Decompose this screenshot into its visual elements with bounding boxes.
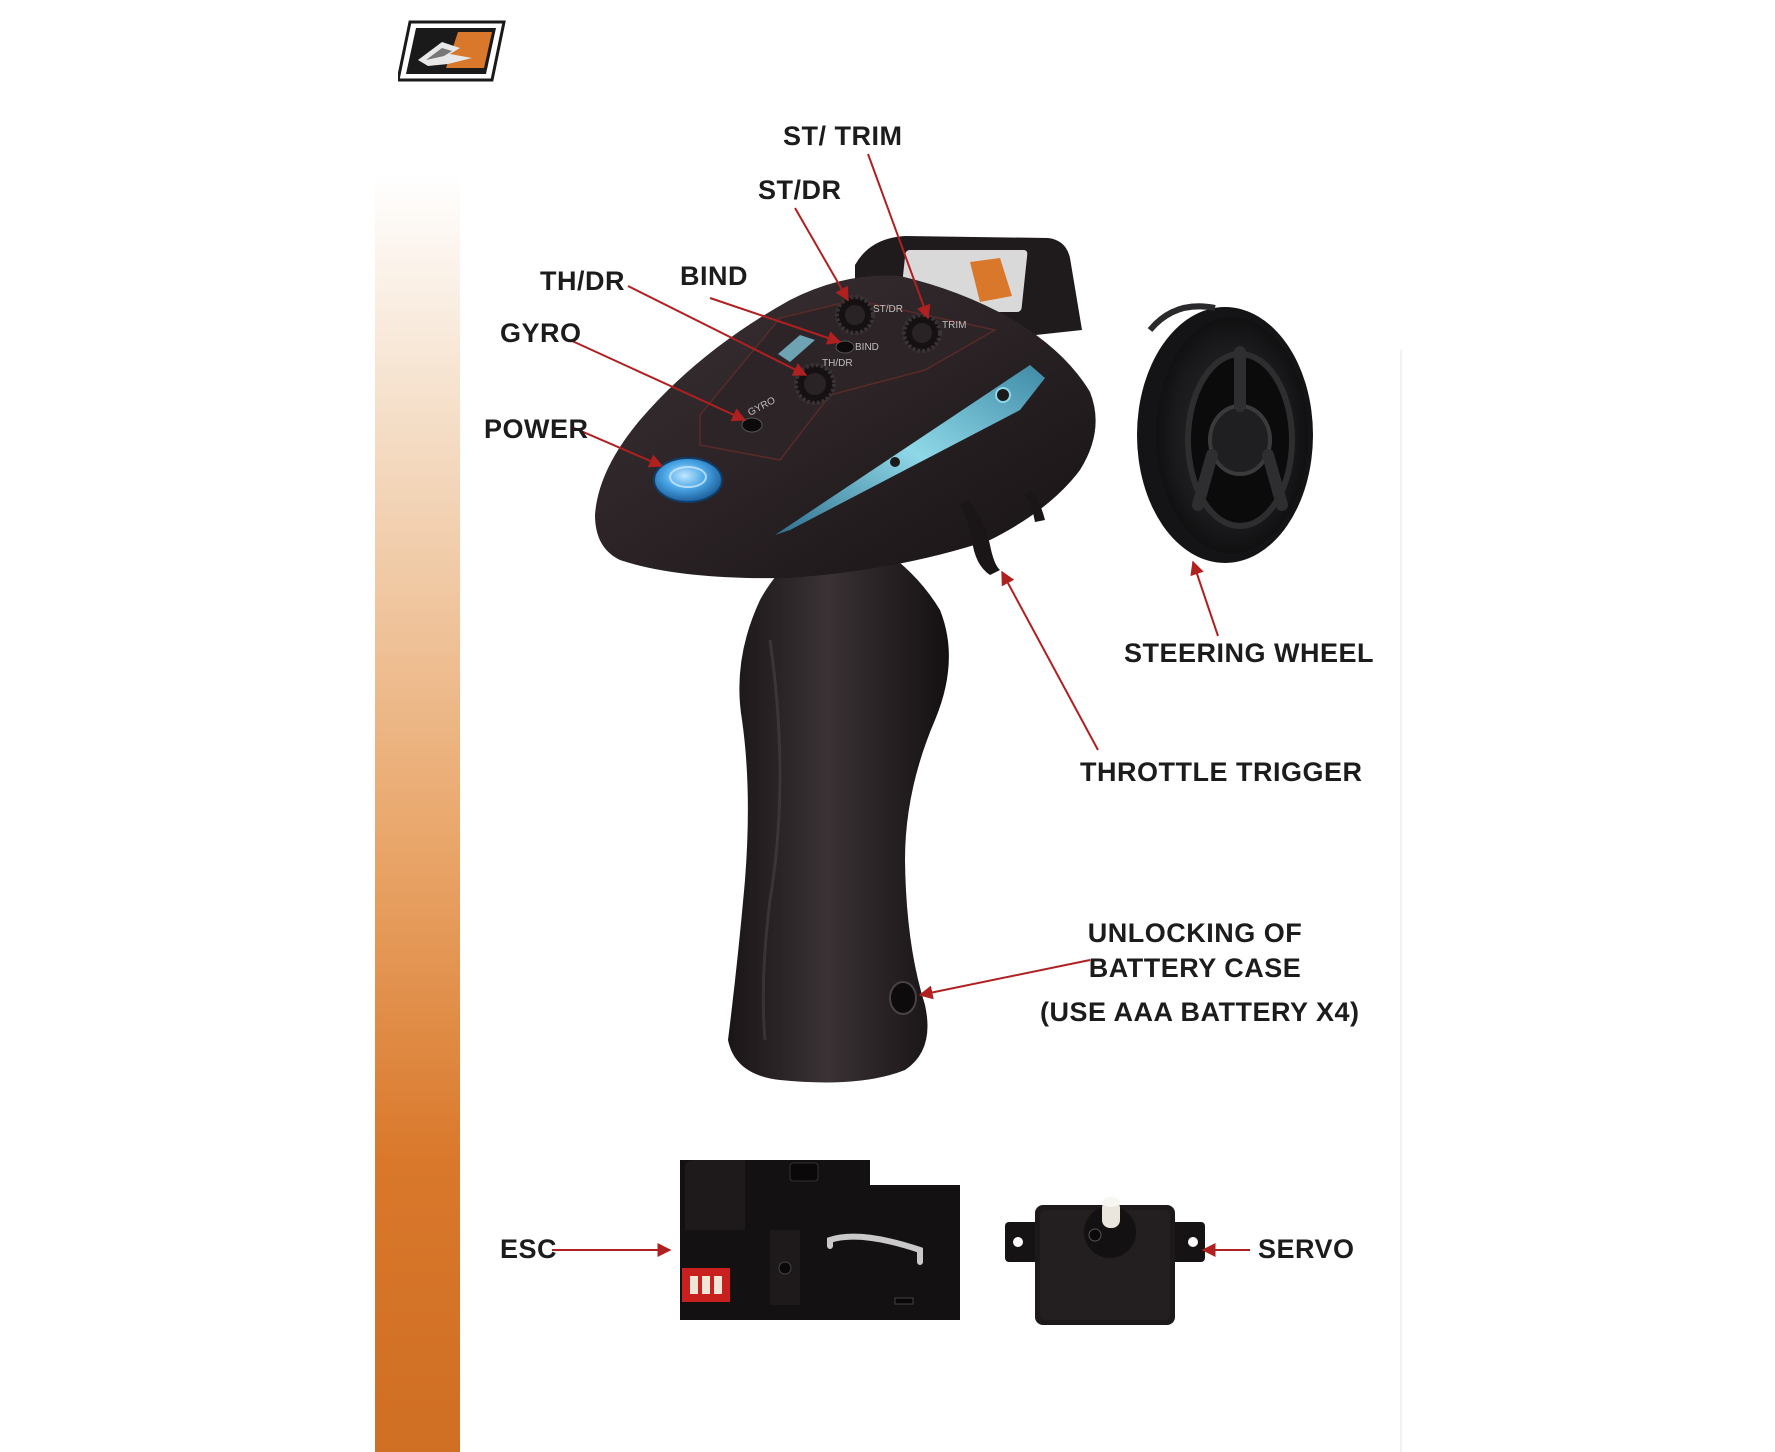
throttle-trigger[interactable]: [960, 500, 1000, 575]
steering-wheel[interactable]: [1137, 303, 1313, 563]
arrow-bind: [709, 297, 842, 345]
label-unlocking-line1: UNLOCKING OF: [1087, 918, 1303, 948]
transmitter: GYRO TH/DR BIND ST/DR TRIM: [595, 236, 1313, 1083]
arrow-gyro: [569, 339, 747, 422]
arrow-power: [573, 427, 664, 468]
esc-module: [680, 1160, 960, 1320]
label-throttle-trigger: THROTTLE TRIGGER: [1080, 757, 1363, 787]
steering-trim-knob[interactable]: [902, 313, 942, 353]
label-th-dr: TH/DR: [540, 266, 625, 296]
label-steering-wheel: STEERING WHEEL: [1124, 638, 1375, 668]
bind-marking: BIND: [855, 342, 879, 353]
power-button[interactable]: [653, 457, 723, 503]
transmitter-body: [595, 275, 1096, 579]
arrow-battery-unlock: [918, 959, 1091, 1000]
bind-button[interactable]: [835, 340, 855, 354]
page-edge-line: [1400, 350, 1402, 1452]
arrow-th-dr: [627, 285, 808, 376]
arrow-steering-wheel: [1190, 560, 1219, 637]
label-st-trim: ST/ TRIM: [783, 121, 903, 151]
label-battery-note: (USE AAA BATTERY X4): [1040, 997, 1360, 1027]
label-power: POWER: [484, 414, 589, 444]
gyro-button[interactable]: [741, 417, 763, 433]
throttle-dual-rate-knob[interactable]: [794, 363, 836, 405]
label-st-dr: ST/DR: [758, 175, 842, 205]
arrow-st-trim: [867, 153, 931, 320]
label-gyro: GYRO: [500, 318, 582, 348]
servo-module: [1005, 1197, 1205, 1325]
callout-arrows: [552, 153, 1250, 1257]
thdr-marking: TH/DR: [822, 358, 853, 369]
steering-dual-rate-knob[interactable]: [835, 295, 875, 335]
label-bind: BIND: [680, 261, 748, 291]
arrow-throttle-trigger: [1001, 570, 1099, 751]
transmitter-grip: [728, 530, 949, 1083]
led-light-strip: [775, 365, 1045, 535]
trim-marking: TRIM: [942, 320, 966, 331]
orange-gradient-side-bar: [375, 0, 460, 1452]
stdr-marking: ST/DR: [873, 304, 903, 315]
label-servo: SERVO: [1258, 1234, 1355, 1264]
label-unlocking-line2: BATTERY CASE: [1088, 953, 1302, 983]
brand-logo-icon: [398, 20, 506, 82]
arrow-st-dr: [794, 207, 849, 302]
label-esc: ESC: [500, 1234, 558, 1264]
battery-case-unlock-button[interactable]: [889, 981, 917, 1015]
screen-logo-icon: [970, 258, 1012, 302]
